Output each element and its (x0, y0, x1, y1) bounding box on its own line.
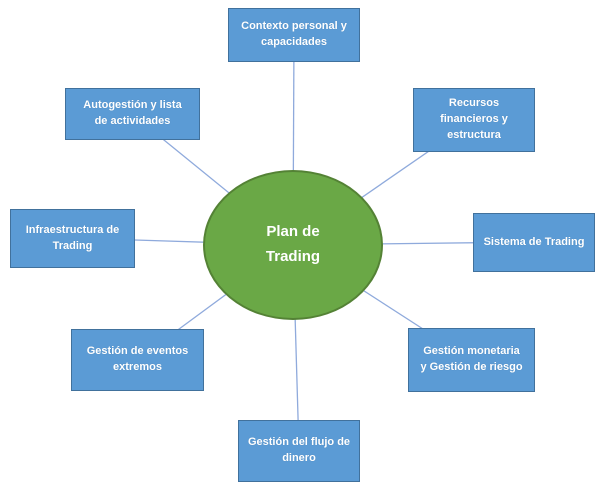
center-node-label: Plan de Trading (265, 223, 321, 265)
node-label: Recursos financieros y estructura (440, 97, 508, 141)
node-recursos-financieros: Recursos financieros y estructura (413, 88, 535, 152)
node-gestion-eventos: Gestión de eventos extremos (71, 329, 204, 391)
node-label: Sistema de Trading (483, 235, 585, 248)
node-label: Gestión monetaria y Gestión de riesgo (420, 345, 523, 373)
node-gestion-monetaria: Gestión monetaria y Gestión de riesgo (408, 328, 535, 392)
node-label: Gestión del flujo de dinero (247, 436, 351, 464)
node-gestion-flujo-dinero: Gestión del flujo de dinero (238, 420, 360, 482)
node-label: Autogestión y lista de actividades (83, 99, 182, 127)
node-sistema-de-trading: Sistema de Trading (473, 213, 595, 272)
node-label: Contexto personal y capacidades (241, 20, 347, 48)
node-infraestructura: Infraestructura de Trading (10, 209, 135, 268)
node-contexto-personal: Contexto personal y capacidades (228, 8, 360, 62)
center-node-plan-de-trading: Plan de Trading (203, 170, 383, 320)
node-label: Gestión de eventos extremos (86, 345, 189, 373)
node-label: Infraestructura de Trading (25, 223, 120, 252)
node-autogestion: Autogestión y lista de actividades (65, 88, 200, 140)
